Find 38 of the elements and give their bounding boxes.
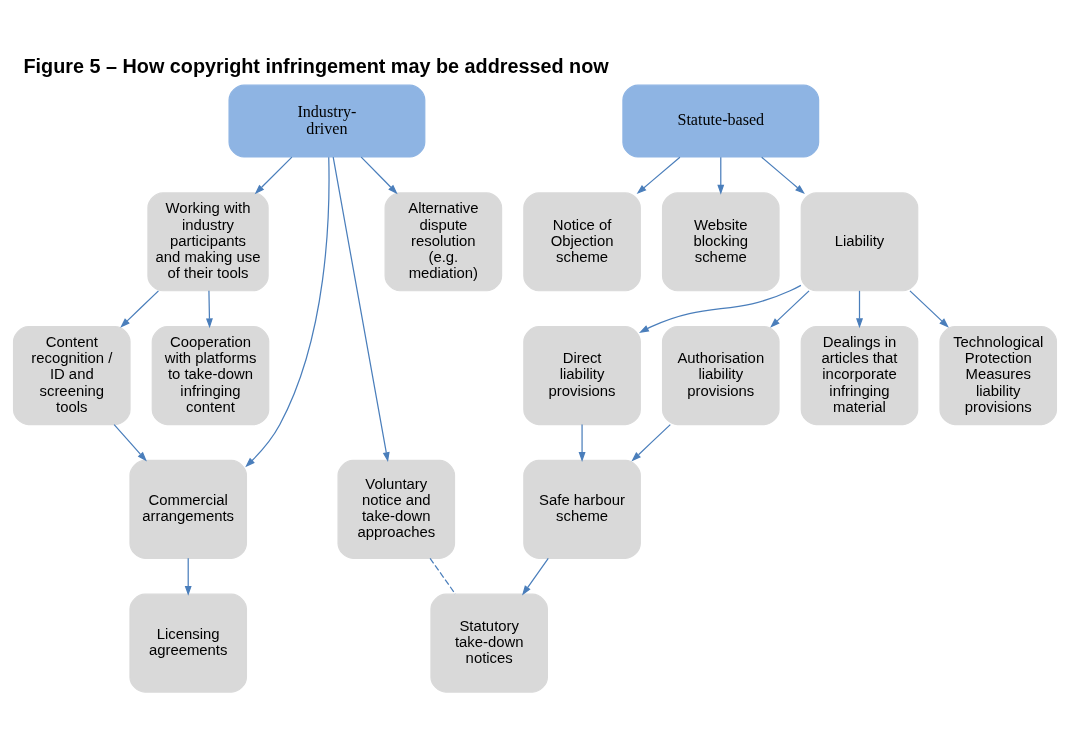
node-box: Authorisation liability provisions [661,325,780,425]
node-box: Alternative dispute resolution (e.g. mediation) [384,191,503,291]
node-box: Dealings in articles that incorporate infringing material [800,325,919,425]
arrow [120,289,160,328]
node-box: Licensing agreements [129,593,248,693]
node-box: Technological Protection Measures liability provisions [939,325,1058,425]
node-box: Working with industry participants and making use of their tools [147,191,269,291]
arrow [113,423,147,462]
connector [429,557,456,595]
arrow [245,156,330,467]
node-box: Website blocking scheme [661,191,780,291]
arrow [856,289,863,328]
arrow [360,156,398,194]
diagram-title: Figure 5 – How copyright infringement may be addressed now [23,54,609,77]
node-box: Liability [800,191,919,291]
arrow [578,423,586,462]
arrow [770,289,810,328]
arrow [636,156,681,194]
node-box: Statute-based [622,84,820,158]
node-box: Commercial arrangements [129,459,248,559]
node-box: Content recognition / ID and screening tools [12,325,131,425]
node-box: Voluntary notice and take-down approaches [337,459,456,559]
arrow [184,557,192,596]
arrow [522,557,549,595]
node-box: Safe harbour scheme [523,459,641,559]
arrow [631,423,671,461]
arrow [909,289,949,328]
arrow [205,289,213,328]
node-box: Direct liability provisions [523,325,641,425]
node-box: Statutory take-down notices [430,593,548,693]
node-box: Industry-driven [228,84,426,158]
arrow [761,156,805,194]
node-box: Cooperation with platforms to take-down infringing content [151,325,270,425]
arrow [717,156,725,195]
node-box: Notice of Objection scheme [523,191,641,291]
arrow [639,284,802,333]
arrow [254,156,293,194]
arrow [332,156,390,462]
